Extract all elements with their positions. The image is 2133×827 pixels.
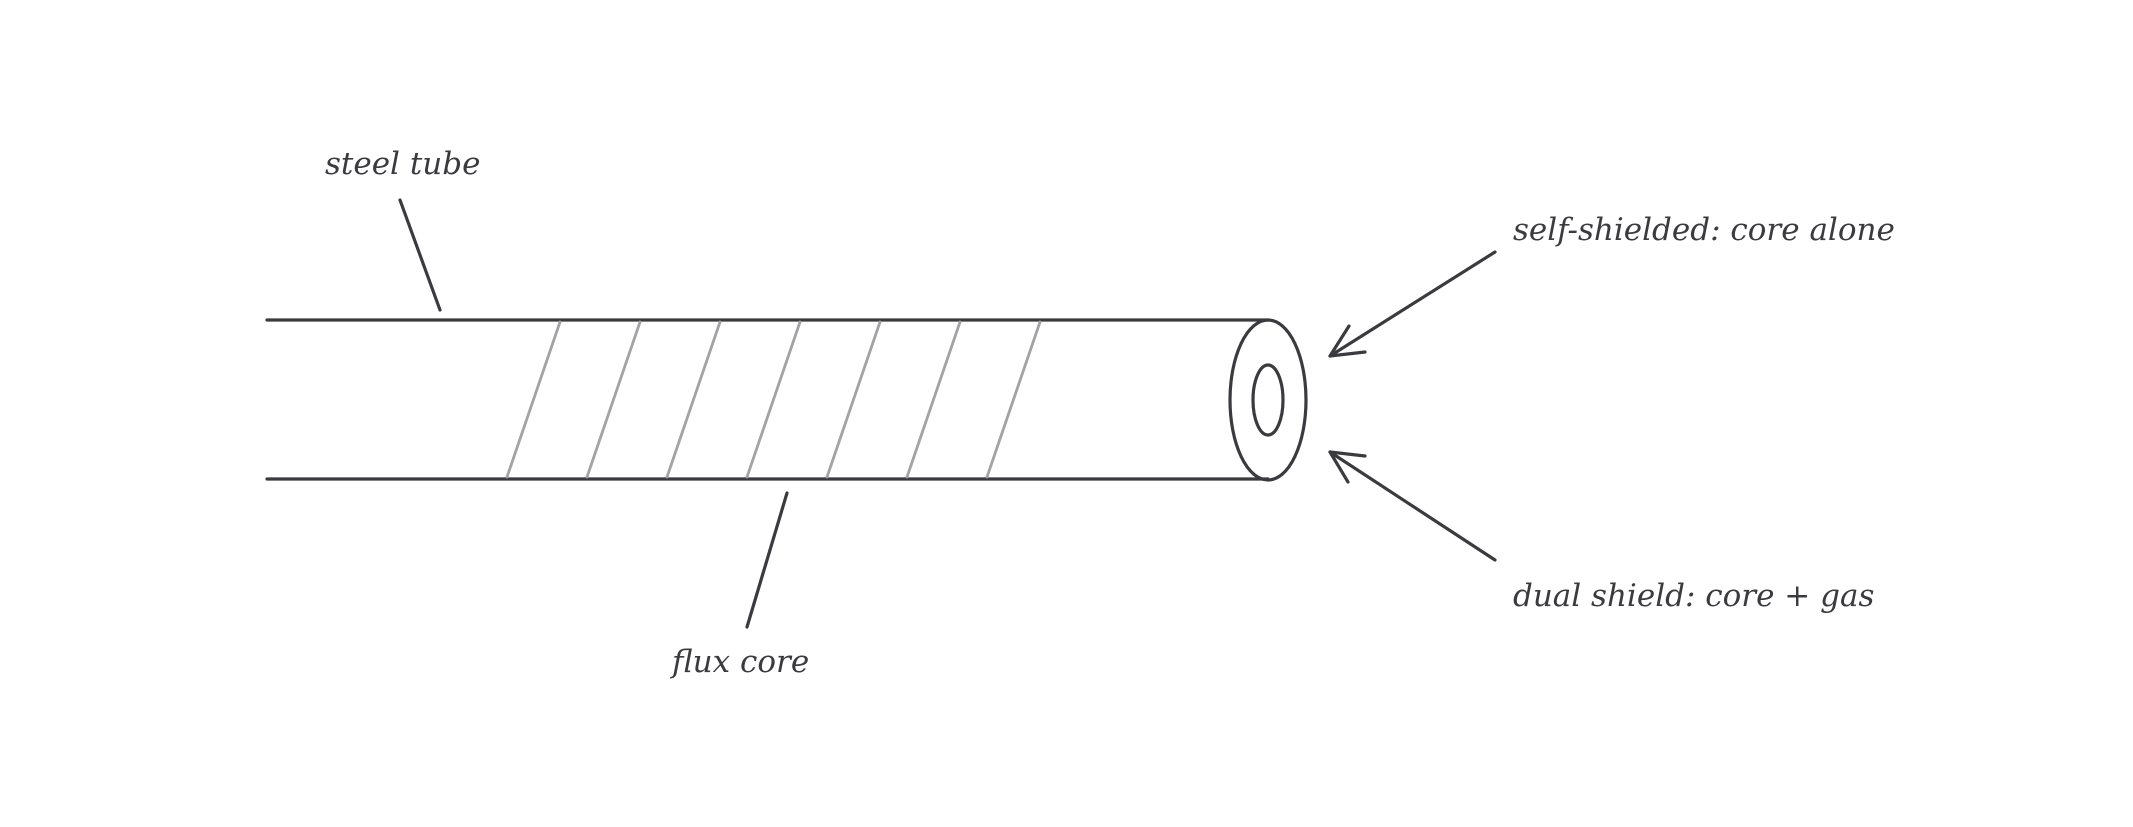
flux-core-hatching bbox=[505, 320, 1042, 479]
steel-tube-label: steel tube bbox=[325, 146, 480, 182]
tube-cross-section bbox=[1228, 318, 1308, 482]
hatch-line bbox=[825, 320, 882, 479]
tube-outer-wall bbox=[1228, 318, 1308, 482]
hatch-line bbox=[745, 320, 802, 479]
flux-core-label: flux core bbox=[670, 644, 809, 680]
steel-tube-body bbox=[265, 318, 1270, 481]
flux-core-leader bbox=[745, 491, 789, 629]
hatch-line bbox=[985, 320, 1042, 479]
hatch-line bbox=[905, 320, 962, 479]
steel-tube-leader bbox=[398, 198, 442, 312]
flux-core-inner bbox=[1251, 363, 1285, 437]
hatch-line bbox=[505, 320, 562, 479]
self-shielded-label: self-shielded: core alone bbox=[1513, 212, 1895, 248]
hatch-line bbox=[665, 320, 722, 479]
self-shielded-arrow bbox=[1328, 250, 1497, 358]
dual-shield-label: dual shield: core + gas bbox=[1513, 578, 1874, 614]
dual-shield-arrow bbox=[1328, 450, 1497, 562]
hatch-line bbox=[585, 320, 642, 479]
